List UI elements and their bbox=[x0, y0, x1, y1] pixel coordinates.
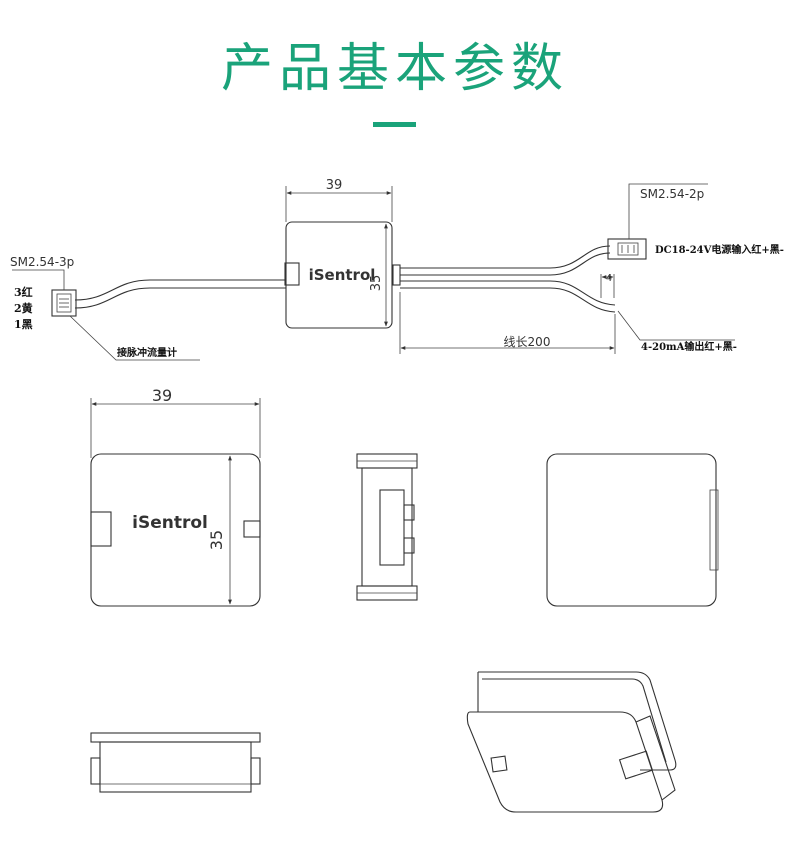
pin1-label: 1黑 bbox=[14, 318, 33, 331]
title-underline bbox=[373, 122, 416, 127]
power-connector bbox=[607, 238, 647, 260]
power-connector-label: SM2.54-2p bbox=[640, 187, 704, 201]
brand-label-top: iSentrol bbox=[309, 266, 376, 284]
assembly-view: 39 iSentrol 35 SM2.54-2p DC18-24V电源输入红+黑… bbox=[10, 178, 784, 361]
front-view: 39 iSentrol 35 bbox=[90, 386, 261, 607]
module-body-top bbox=[285, 221, 393, 329]
strip-dim: 4 bbox=[606, 273, 612, 284]
pulse-meter-label: 接脉冲流量计 bbox=[117, 346, 177, 359]
pin3-label: 3红 bbox=[14, 285, 33, 299]
cable-length-dim: 线长200 bbox=[504, 335, 551, 349]
pulse-connector-label: SM2.54-3p bbox=[10, 255, 74, 269]
brand-label-front: iSentrol bbox=[132, 513, 208, 533]
front-height-dim: 35 bbox=[207, 530, 226, 550]
pin2-label: 2黄 bbox=[14, 301, 33, 315]
output-label: 4-20mA输出红+黑- bbox=[641, 340, 737, 353]
front-width-dim: 39 bbox=[152, 386, 172, 405]
power-input-label: DC18-24V电源输入红+黑- bbox=[655, 243, 784, 256]
bottom-view bbox=[90, 732, 261, 793]
page-title: 产品基本参数 bbox=[220, 39, 569, 99]
side-view bbox=[356, 453, 418, 601]
top-height-dim: 35 bbox=[369, 275, 384, 292]
isometric-view bbox=[466, 671, 677, 813]
top-width-dim: 39 bbox=[326, 178, 343, 193]
back-view bbox=[546, 453, 719, 607]
